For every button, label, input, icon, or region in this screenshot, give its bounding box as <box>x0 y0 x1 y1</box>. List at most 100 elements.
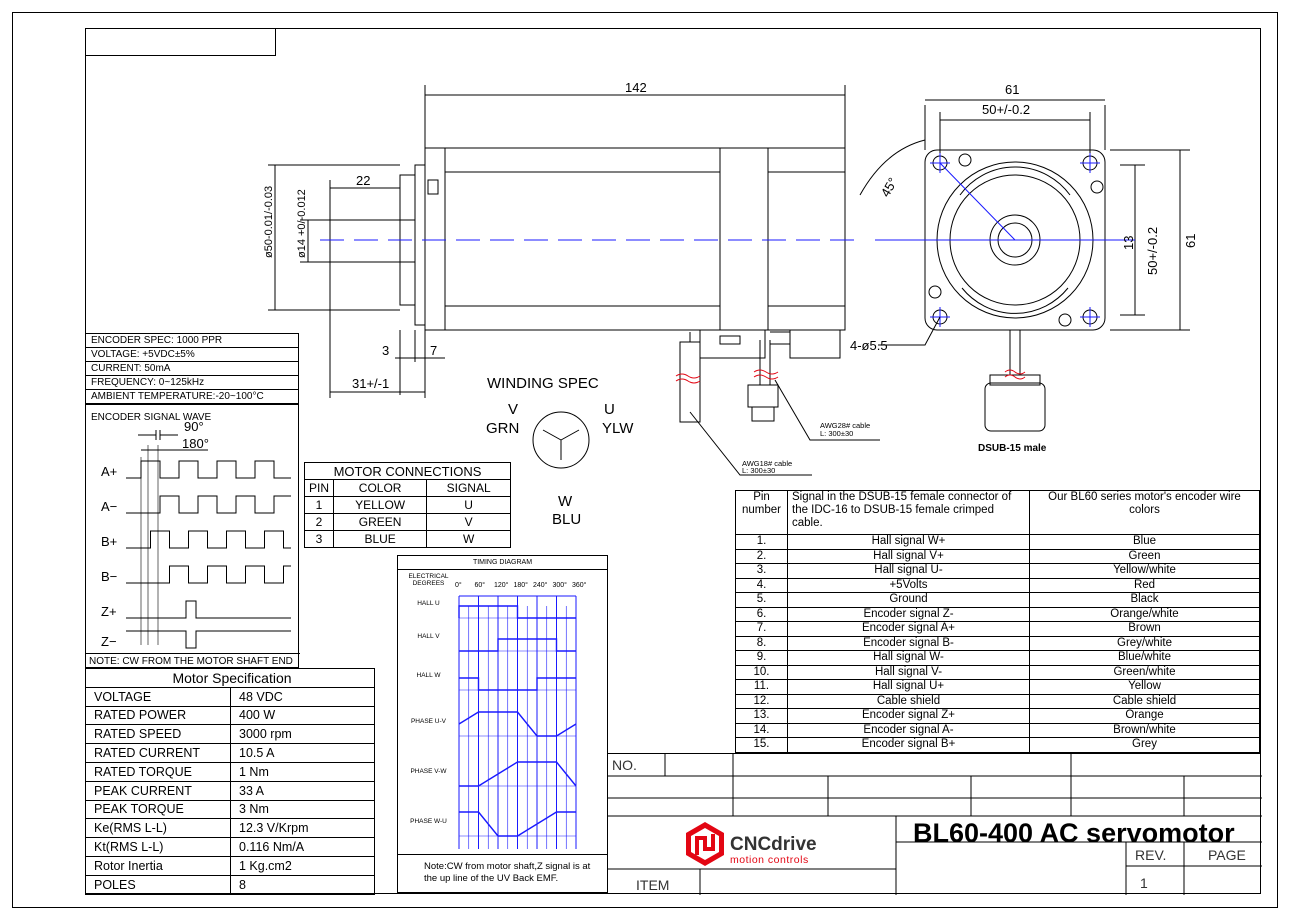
spec-value: 1 Nm <box>230 761 375 782</box>
wire-color: Red <box>1029 577 1260 593</box>
dim-shaft-length: 22 <box>356 173 370 188</box>
timing-signal <box>459 761 577 787</box>
spec-value: 3000 rpm <box>230 724 375 745</box>
timing-note: Note:CW from motor shaft,Z signal is at … <box>398 854 607 892</box>
title-block: NO. ITEM REV. PAGE 1 BL60-400 AC servomo… <box>607 753 1262 895</box>
pin-signal: Encoder signal A- <box>787 722 1030 738</box>
table-row: 7.Encoder signal A+Brown <box>735 621 1260 637</box>
signal-label: A+ <box>101 464 118 479</box>
timing-signal <box>459 677 576 691</box>
spec-value: 3 Nm <box>230 799 375 820</box>
col-pin-number: Pin number <box>735 490 788 535</box>
wave-0 <box>126 460 291 479</box>
signal-label: Z+ <box>101 604 117 619</box>
wave-5 <box>126 630 291 649</box>
timing-diagram: TIMING DIAGRAM ELECTRICAL DEGREES 0°60°1… <box>397 555 608 893</box>
encoder-spec-table: ENCODER SPEC: 1000 PPR VOLTAGE: +5VDC±5%… <box>85 333 299 404</box>
pin-signal: Hall signal U- <box>787 563 1030 579</box>
motor-spec-title: Motor Specification <box>85 668 375 688</box>
spec-value: 12.3 V/Krpm <box>230 818 375 839</box>
pin-signal: Encoder signal B+ <box>787 737 1030 753</box>
dim-flange-dia: ø50-0.01/-0.03 <box>263 186 275 258</box>
pin-number: 10. <box>735 664 788 680</box>
pin-signal: Hall signal W+ <box>787 534 1030 550</box>
rev-label: REV. <box>1135 847 1167 863</box>
pin-number: 6. <box>735 606 788 622</box>
pin-signal: Hall signal V+ <box>787 548 1030 564</box>
pin-signal: Hall signal W- <box>787 650 1030 666</box>
pin-signal: Cable shield <box>787 693 1030 709</box>
spec-row: Ke(RMS L-L)12.3 V/Krpm <box>85 818 375 839</box>
spec-row: Kt(RMS L-L)0.116 Nm/A <box>85 837 375 857</box>
wire-color: Blue/white <box>1029 650 1260 666</box>
spec-name: Rotor Inertia <box>85 855 231 876</box>
signal-label: A− <box>101 499 118 514</box>
signal: U <box>426 496 511 514</box>
dim-50-side: 50+/-0.2 <box>1145 227 1160 275</box>
winding-w: W <box>558 493 573 510</box>
timing-row-label: HALL V <box>417 633 440 640</box>
winding-blu: BLU <box>552 511 581 528</box>
col-signal: Signal in the DSUB-15 female connector o… <box>787 490 1030 535</box>
signal: W <box>426 530 511 548</box>
wire-color: Yellow <box>1029 679 1260 695</box>
outer-border <box>12 12 1278 908</box>
timing-axis-label: ELECTRICAL DEGREES <box>408 573 449 587</box>
table-row: 9.Hall signal W-Blue/white <box>735 650 1260 666</box>
pin-number: 8. <box>735 635 788 651</box>
winding-v: V <box>508 401 518 418</box>
table-row: 1.Hall signal W+Blue <box>735 534 1260 550</box>
deg-180-label: 180° <box>182 436 209 451</box>
table-row: 3.Hall signal U-Yellow/white <box>735 563 1260 579</box>
table-row: 10.Hall signal V-Green/white <box>735 664 1260 680</box>
dim-50-top: 50+/-0.2 <box>982 102 1030 117</box>
color: GREEN <box>333 513 428 531</box>
pin-number: 9. <box>735 650 788 666</box>
top-left-box <box>85 28 276 56</box>
wire-color: Brown/white <box>1029 722 1260 738</box>
encoder-waveforms <box>126 430 291 649</box>
encoder-wave-title: ENCODER SIGNAL WAVE <box>91 412 212 423</box>
degree-tick: 0° <box>455 581 462 589</box>
wire-color: Brown <box>1029 621 1260 637</box>
drawing-title: BL60-400 AC servomotor <box>913 818 1235 848</box>
dsub-label: DSUB-15 male <box>978 443 1047 454</box>
rev-value: 1 <box>1140 875 1148 891</box>
timing-signal <box>458 711 577 737</box>
pin-signal: Hall signal V- <box>787 664 1030 680</box>
wire-color: Green <box>1029 548 1260 564</box>
wire-color: Black <box>1029 592 1260 608</box>
wire-color: Blue <box>1029 534 1260 550</box>
pin-signal: Encoder signal B- <box>787 635 1030 651</box>
spec-value: 10.5 A <box>230 743 375 763</box>
wave-4 <box>126 600 291 619</box>
spec-value: 0.116 Nm/A <box>230 837 375 857</box>
logo-name: CNCdrive <box>730 834 817 855</box>
spec-name: PEAK TORQUE <box>85 799 231 820</box>
pin-number: 3. <box>735 563 788 579</box>
dim-13: 13 <box>1121 236 1136 250</box>
wire-color: Orange <box>1029 708 1260 724</box>
encoder-frequency: FREQUENCY: 0~125kHz <box>85 375 299 390</box>
pin: 3 <box>303 530 335 548</box>
spec-name: Kt(RMS L-L) <box>85 837 231 857</box>
deg-90-label: 90° <box>184 419 204 434</box>
timing-row-label: HALL W <box>416 672 441 679</box>
winding-ylw: YLW <box>602 420 634 437</box>
pin: 2 <box>303 513 335 531</box>
motor-front-view <box>532 99 1190 469</box>
timing-row-label: HALL U <box>417 600 440 607</box>
spec-name: VOLTAGE <box>85 686 231 707</box>
awg28-label: AWG28# cable <box>820 421 870 430</box>
winding-title: WINDING SPEC <box>487 375 599 392</box>
encoder-voltage: VOLTAGE: +5VDC±5% <box>85 347 299 362</box>
table-row: 15.Encoder signal B+Grey <box>735 737 1260 753</box>
dim-length: 142 <box>625 80 647 95</box>
spec-name: POLES <box>85 874 231 895</box>
spec-name: RATED CURRENT <box>85 743 231 763</box>
